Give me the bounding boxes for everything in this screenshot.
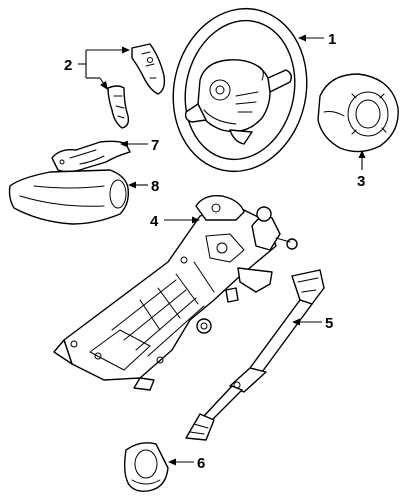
boot-seal	[123, 442, 169, 493]
lower-shroud	[8, 169, 130, 225]
callout-3: 3	[357, 173, 365, 190]
callout-8-leader	[128, 181, 148, 189]
steering-wheel	[172, 7, 308, 173]
callout-2: 2	[64, 57, 72, 74]
steering-column	[53, 195, 298, 391]
callout-4-leader	[164, 216, 200, 224]
trim-cover-upper	[131, 43, 166, 95]
callout-8: 8	[151, 178, 159, 195]
callout-6: 6	[197, 455, 205, 472]
callout-5-leader	[292, 318, 322, 326]
callout-7: 7	[151, 137, 159, 154]
callout-1: 1	[328, 31, 336, 48]
callout-6-leader	[168, 458, 194, 466]
callout-2-leader	[78, 46, 130, 90]
callout-5: 5	[325, 315, 333, 332]
callout-3-leader	[358, 150, 366, 170]
callout-4: 4	[150, 213, 159, 230]
intermediate-shaft	[185, 269, 325, 441]
upper-shroud	[51, 140, 131, 173]
callout-1-leader	[298, 34, 324, 42]
trim-cover-lower	[107, 85, 130, 129]
callout-7-leader	[120, 140, 148, 148]
clockspring	[317, 73, 399, 153]
